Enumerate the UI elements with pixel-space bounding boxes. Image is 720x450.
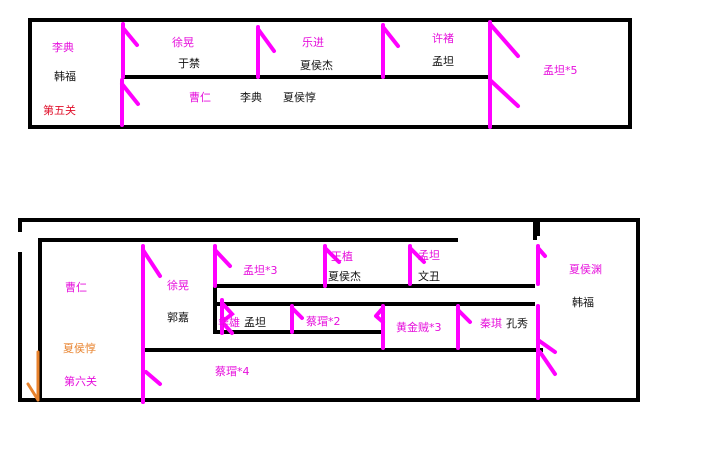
map2-label-xuhuang: 徐晃	[167, 279, 189, 292]
map2-label-xiahoudun: 夏侯惇	[63, 342, 96, 355]
map1-label-mengtan5: 孟坦*5	[543, 64, 578, 77]
map2-arrows	[141, 244, 557, 404]
map2-arrow-up-mid2	[290, 304, 304, 334]
map2-corridor-wall-b	[213, 286, 535, 334]
map1-label-yujin: 于禁	[178, 57, 200, 70]
map1-label-xiahoudun: 夏侯惇	[283, 91, 316, 104]
map2-label-mengtan3: 孟坦*3	[243, 264, 278, 277]
map1-arrow-up-2	[256, 25, 276, 79]
map2-label-huangjinzei3: 黄金贼*3	[396, 321, 442, 334]
map2-arrow-up-mid	[323, 244, 341, 288]
map2-arrow-bottom-left	[141, 348, 162, 404]
map1-label-caoren: 曹仁	[189, 91, 211, 104]
map2-label-mengtan-b: 孟坦	[418, 249, 440, 262]
map1-label-lidian: 李典	[52, 41, 74, 54]
map2-orange-entry-arrow	[26, 350, 40, 402]
map2-label-caimao2: 蔡瑁*2	[306, 315, 341, 328]
map1-walls	[28, 18, 632, 129]
map2-label-huaxiong: 华雄	[218, 316, 240, 329]
map2-label-wenchou: 文丑	[418, 270, 440, 283]
map1-arrow-up-1	[121, 22, 139, 79]
map2-arrow-zigzag	[213, 244, 235, 335]
map1-label-lidian2: 李典	[240, 91, 262, 104]
map1-label-lejin: 乐进	[302, 36, 324, 49]
map2-label-mengtan-c: 孟坦	[244, 316, 266, 329]
map2-arrow-up-mid4	[456, 304, 472, 350]
map1-arrows	[120, 20, 520, 129]
map2-outer-wall	[18, 218, 640, 402]
map2-label-qinqi: 秦琪	[480, 317, 502, 330]
map2-label-hanfu: 韩福	[572, 296, 594, 309]
map1-arrow-big	[488, 20, 520, 129]
map1-label-hanfu: 韩福	[54, 70, 76, 83]
map2-label-guojia: 郭嘉	[167, 311, 189, 324]
map1-outer-wall	[28, 18, 632, 129]
map1-arrow-up-4	[120, 78, 140, 127]
map2-arrow-right-top	[536, 244, 547, 286]
map2-label-xiahouyuan: 夏侯渊	[569, 263, 602, 276]
map2-label-caimao4: 蔡瑁*4	[215, 365, 250, 378]
map2-label-kongxiu: 孔秀	[506, 317, 528, 330]
map2-stage-title: 第六关	[64, 375, 97, 388]
map1-label-xuchu: 许褚	[432, 32, 454, 45]
map1-label-xuhuang: 徐晃	[172, 36, 194, 49]
map2-arrow-right-bottom	[536, 304, 557, 400]
map1-label-mengtan: 孟坦	[432, 55, 454, 68]
map2-label-caoren: 曹仁	[65, 281, 87, 294]
map2-label-xiahoujie: 夏侯杰	[328, 270, 361, 283]
map1-label-xiahoujie: 夏侯杰	[300, 59, 333, 72]
map1-stage-title: 第五关	[43, 104, 76, 117]
map2-arrow-up-mid3	[374, 304, 385, 350]
map2-arrow-up-mid5	[408, 244, 426, 286]
map2-walls	[18, 218, 640, 402]
map2-inner-top-wall	[38, 218, 537, 400]
map2-label-wangzhi: 王植	[331, 250, 353, 263]
map1-arrow-up-3	[381, 23, 400, 79]
